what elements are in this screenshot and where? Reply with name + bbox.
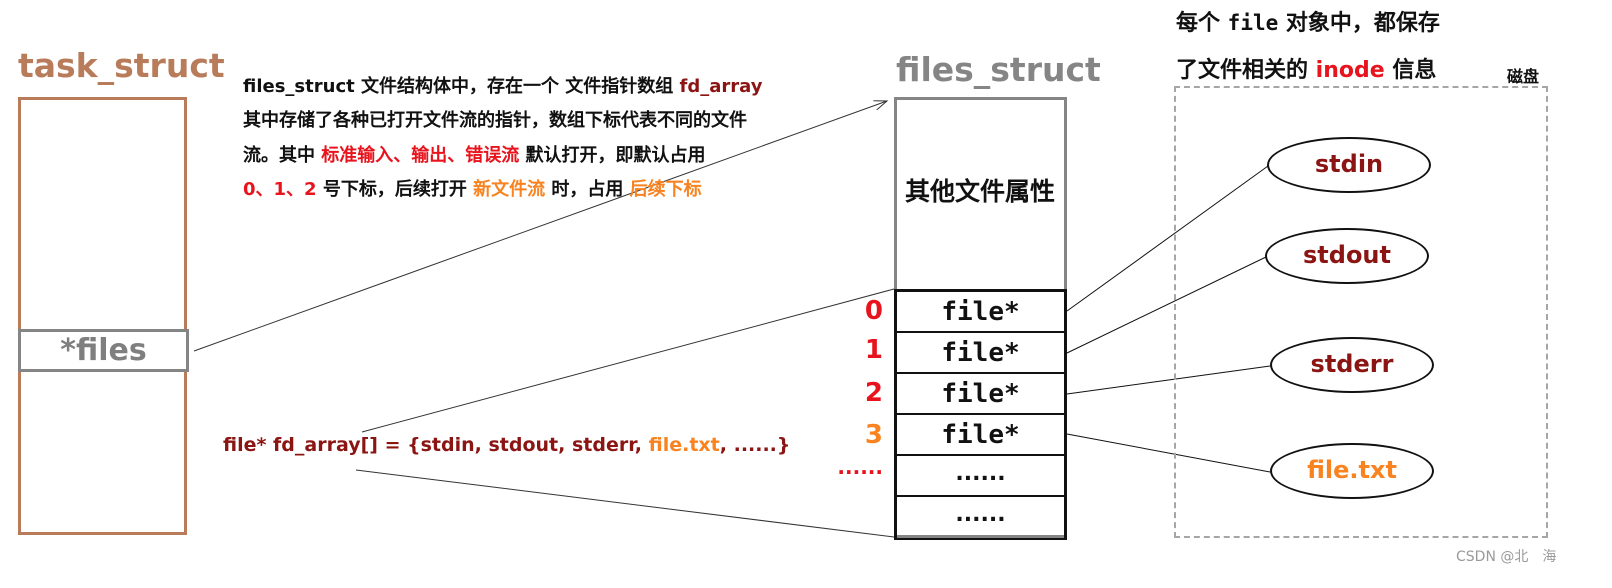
fd-index-1: 1 [864, 335, 883, 365]
note-text: 每个 [1176, 11, 1228, 36]
disk-note-line-1: 每个 file 对象中，都保存 [1176, 5, 1440, 37]
disk-file-stderr: stderr [1270, 337, 1434, 393]
fd-array-cell-1: file* [897, 333, 1064, 374]
files-struct-other-attributes: 其他文件属性 [904, 177, 1055, 206]
link-file-txt [1066, 433, 1271, 473]
disk-box [1174, 86, 1548, 538]
task-struct-box [18, 97, 187, 535]
task-struct-files-field: *files [18, 329, 189, 372]
desc-segment: files_struct 文件结构体中，存在一个 文件指针数组 [243, 76, 680, 97]
decl-file-txt: file.txt [648, 434, 720, 456]
task-struct-title: task_struct [18, 46, 225, 85]
watermark: CSDN @北 海 [1456, 549, 1557, 565]
decl-to-array-top-line [361, 288, 895, 433]
desc-segment-fd-array: fd_array [679, 76, 763, 97]
desc-segment-indices: 0、1、2 [243, 179, 317, 200]
fd-array-cell-4: ...... [897, 456, 1064, 497]
note-code-file: file [1227, 11, 1279, 35]
decl-suffix: , ......} [719, 434, 791, 456]
disk-file-stdin: stdin [1267, 137, 1431, 193]
desc-segment-std-streams: 标准输入、输出、错误流 [321, 145, 520, 166]
desc-segment-next-index: 后续下标 [629, 179, 702, 200]
note-text: 了文件相关的 [1176, 58, 1316, 83]
note-inode: inode [1315, 58, 1385, 83]
link-stderr [1066, 365, 1271, 395]
fd-array-cell-5: ...... [955, 502, 1006, 527]
fd-array-declaration: file* fd_array[] = {stdin, stdout, stder… [223, 434, 790, 456]
desc-segment: 其中存储了各种已打开文件流的指针，数组下标代表不同的文件 [243, 110, 747, 131]
description-line-4: 0、1、2 号下标，后续打开 新文件流 时，占用 后续下标 [243, 175, 702, 201]
desc-segment: 默认打开，即默认占用 [519, 145, 706, 166]
link-stdout [1066, 256, 1267, 354]
link-stdin [1066, 165, 1269, 312]
fd-array-cell-0: file* [897, 292, 1064, 333]
fd-array-cell-3: file* [897, 415, 1064, 456]
desc-segment: 流。其中 [243, 145, 322, 166]
fd-index-2: 2 [864, 378, 883, 408]
note-text: 对象中，都保存 [1278, 11, 1440, 36]
fd-index-0: 0 [864, 296, 883, 326]
disk-label: 磁盘 [1507, 67, 1540, 86]
decl-to-array-bottom-line [355, 469, 895, 538]
desc-segment-new-stream: 新文件流 [473, 179, 546, 200]
fd-array-cells: file* file* file* file* ...... ...... [894, 289, 1067, 540]
decl-prefix: file* fd_array[] = {stdin, stdout, stder… [223, 434, 649, 456]
fd-index-more: ...... [837, 455, 883, 479]
description-line-1: files_struct 文件结构体中，存在一个 文件指针数组 fd_array [243, 72, 762, 98]
fd-array-cell-2: file* [897, 374, 1064, 415]
description-line-2: 其中存储了各种已打开文件流的指针，数组下标代表不同的文件 [243, 106, 747, 132]
note-text: 信息 [1384, 58, 1437, 83]
disk-note-line-2: 了文件相关的 inode 信息 [1176, 52, 1436, 84]
disk-file-stdout: stdout [1265, 228, 1429, 284]
files-struct-title: files_struct [896, 50, 1101, 89]
desc-segment: 时，占用 [545, 179, 630, 200]
fd-index-3: 3 [864, 420, 883, 450]
description-line-3: 流。其中 标准输入、输出、错误流 默认打开，即默认占用 [243, 141, 706, 167]
desc-segment: 号下标，后续打开 [316, 179, 474, 200]
files-pointer-arrow [193, 101, 887, 352]
disk-file-file-txt: file.txt [1270, 443, 1434, 499]
